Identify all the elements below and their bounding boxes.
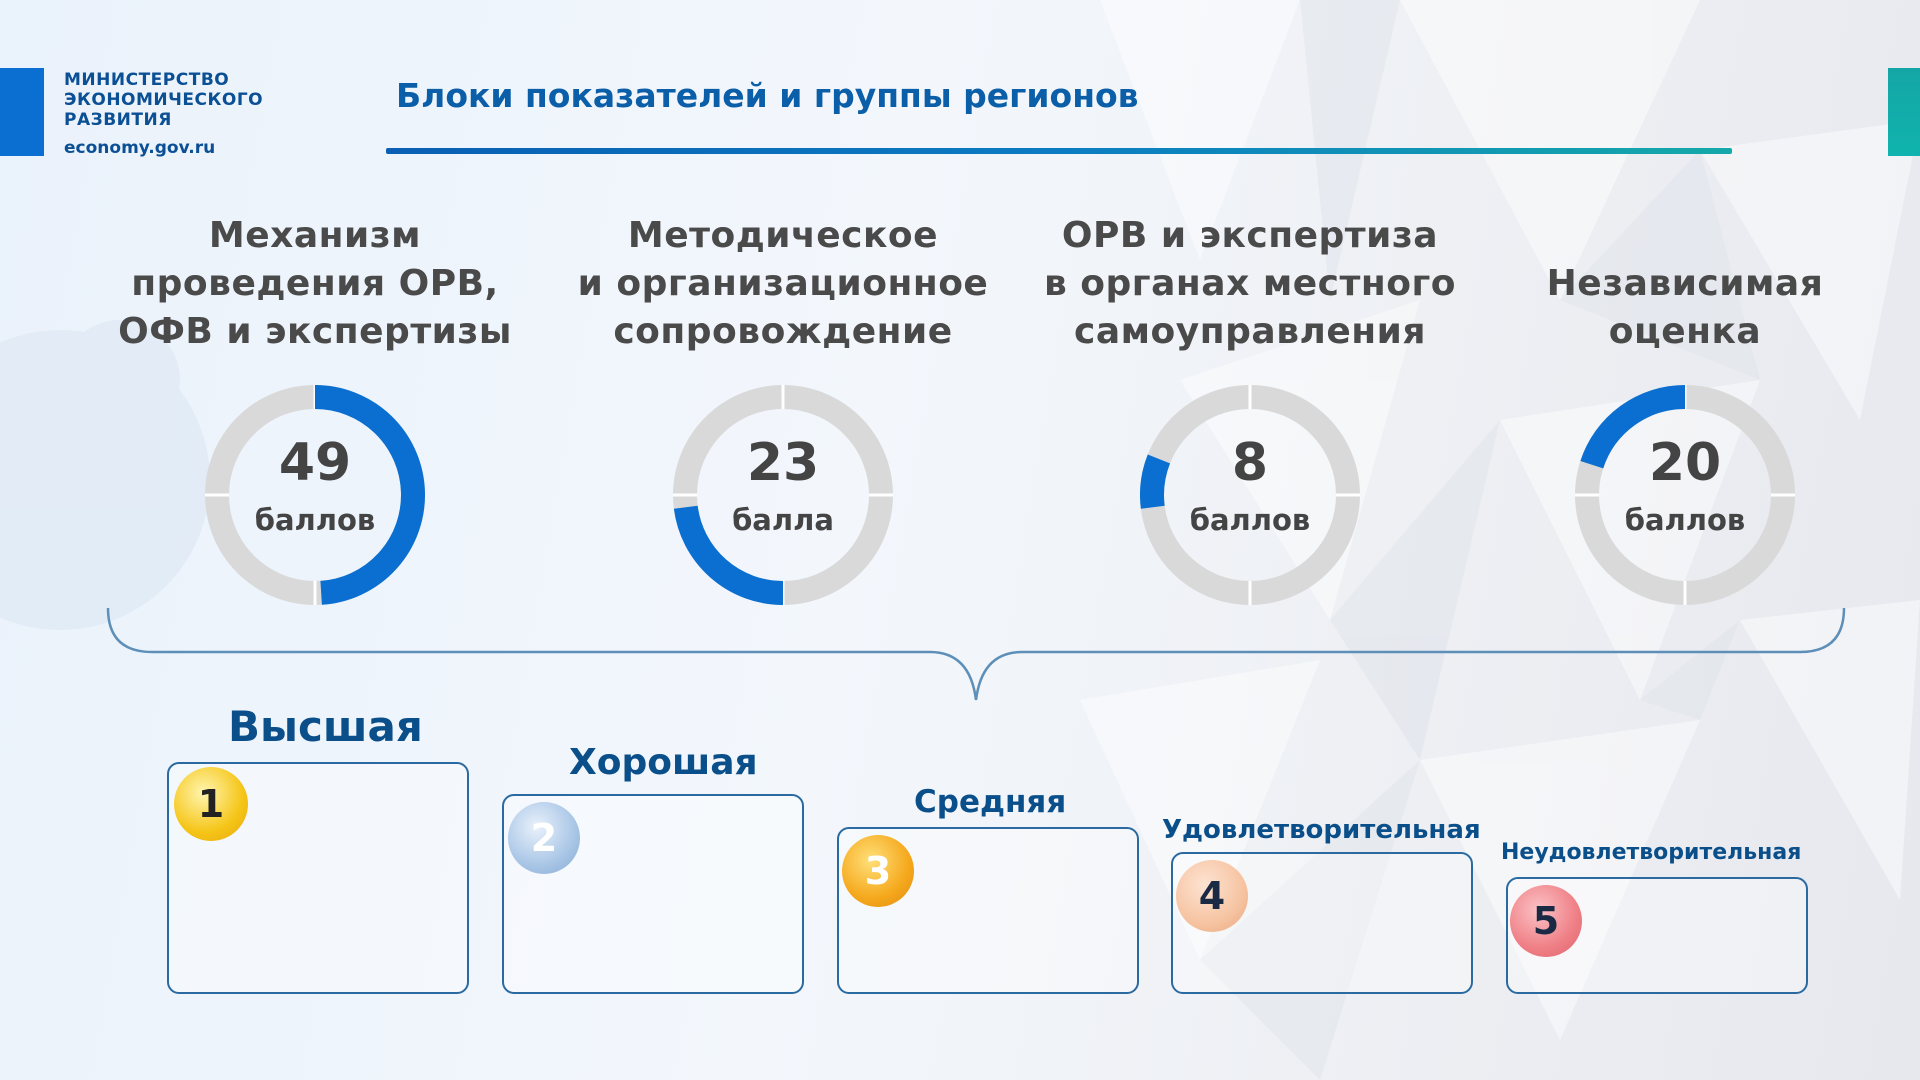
donut-arc: [314, 385, 425, 605]
block-title: ОРВ и экспертиза в органах местного само…: [1043, 215, 1457, 352]
donut-arc: [673, 505, 784, 605]
donut-ring: [1140, 385, 1360, 605]
group-label-unsatisfactory: Неудовлетворительная: [1501, 840, 1802, 865]
donut-value: 20: [1648, 433, 1722, 493]
donut-ring: [205, 385, 425, 605]
donut-track: [1140, 385, 1360, 605]
donut-value: 49: [278, 433, 352, 493]
donut-arc: [1580, 385, 1686, 469]
group-label-satisfactory: Удовлетворительная: [1162, 815, 1481, 845]
group-label-average: Средняя: [914, 784, 1067, 820]
donut-unit: баллов: [254, 503, 376, 537]
group-label-highest: Высшая: [228, 702, 423, 751]
donut-unit: баллов: [1189, 503, 1311, 537]
donut-ring: [673, 385, 893, 605]
group-badge-1: 1: [174, 767, 248, 841]
group-badge-5: 5: [1510, 885, 1582, 957]
donut-chart-4: 20 баллов: [1575, 385, 1795, 605]
donut-unit: балла: [732, 503, 834, 537]
block-1-title-wrap: Механизм проведения ОРВ, ОФВ и экспертиз…: [105, 212, 525, 356]
donut-chart-1: 49 баллов: [205, 385, 425, 605]
block-3-title-wrap: ОРВ и экспертиза в органах местного само…: [1040, 212, 1460, 356]
donut-arc: [1140, 454, 1171, 509]
donut-value: 8: [1231, 433, 1269, 493]
website-link[interactable]: economy.gov.ru: [64, 138, 216, 158]
donut-value: 23: [746, 433, 820, 493]
donut-ring: [1575, 385, 1795, 605]
block-title: Методическое и организационное сопровожд…: [577, 215, 989, 352]
group-badge-3: 3: [842, 835, 914, 907]
ministry-name: МИНИСТЕРСТВО ЭКОНОМИЧЕСКОГО РАЗВИТИЯ: [64, 70, 264, 130]
donut-chart-2: 23 балла: [673, 385, 893, 605]
donut-chart-3: 8 баллов: [1140, 385, 1360, 605]
donut-unit: баллов: [1624, 503, 1746, 537]
header-accent-bar-right: [1888, 68, 1920, 156]
group-label-good: Хорошая: [569, 742, 758, 783]
block-2-title-wrap: Методическое и организационное сопровожд…: [568, 212, 998, 356]
grouping-brace: [106, 607, 1846, 701]
block-title: Механизм проведения ОРВ, ОФВ и экспертиз…: [118, 215, 512, 352]
block-4-title-wrap: Независимая оценка: [1500, 260, 1870, 356]
group-badge-2: 2: [508, 802, 580, 874]
block-title: Независимая оценка: [1546, 263, 1824, 352]
header-accent-bar: [0, 68, 44, 156]
title-underline: [386, 148, 1732, 154]
group-badge-4: 4: [1176, 860, 1248, 932]
page-title: Блоки показателей и группы регионов: [396, 76, 1139, 115]
